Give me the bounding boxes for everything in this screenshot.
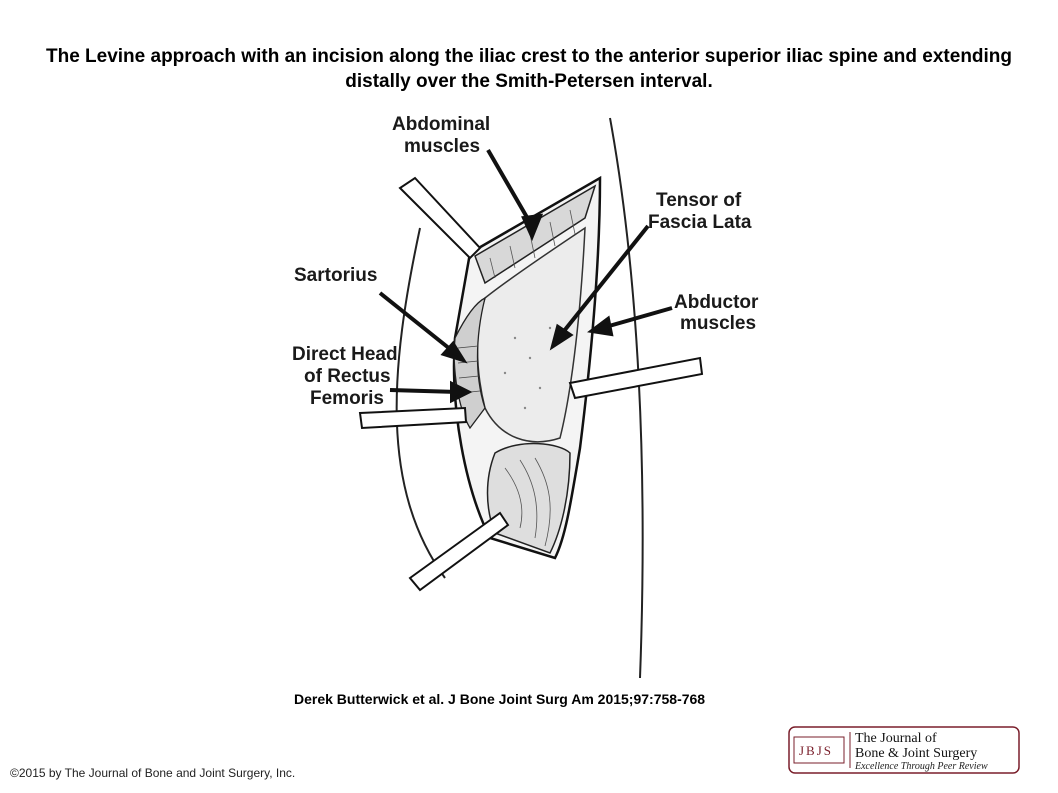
citation: Derek Butterwick et al. J Bone Joint Sur… bbox=[294, 691, 706, 707]
label-tensor-2: Fascia Lata bbox=[648, 212, 752, 233]
jbjs-logo: JBJS The Journal of Bone & Joint Surgery… bbox=[788, 726, 1020, 774]
pointer-arrows bbox=[378, 148, 673, 404]
retractor-bottom-left bbox=[408, 511, 510, 592]
logo-line-1: The Journal of bbox=[855, 731, 937, 746]
skin-contour-right bbox=[609, 117, 644, 679]
logo-line-2: Bone & Joint Surgery bbox=[855, 746, 977, 761]
femoral-hatching bbox=[504, 457, 551, 547]
logo-tagline: Excellence Through Peer Review bbox=[854, 761, 988, 772]
label-rectus-2: of Rectus bbox=[304, 366, 391, 387]
retractor-top-left bbox=[398, 176, 482, 260]
copyright-notice: ©2015 by The Journal of Bone and Joint S… bbox=[10, 766, 296, 780]
slide-title: The Levine approach with an incision alo… bbox=[45, 46, 1013, 92]
label-abductor-2: muscles bbox=[680, 313, 756, 334]
logo-mark: JBJS bbox=[799, 743, 833, 758]
sartorius-hatching bbox=[457, 345, 481, 394]
label-rectus-3: Femoris bbox=[310, 388, 384, 409]
skin-contour-left bbox=[395, 227, 446, 579]
levine-approach-drawing: Abdominal muscles Tensor of Fascia Lata … bbox=[292, 114, 759, 679]
label-abdominal-2: muscles bbox=[404, 136, 480, 157]
label-tensor-1: Tensor of bbox=[656, 190, 742, 211]
retractor-left-mid bbox=[358, 406, 468, 430]
abdominal-muscle-band bbox=[474, 184, 597, 285]
retractor-right bbox=[568, 356, 704, 400]
label-abductor-1: Abductor bbox=[674, 292, 759, 313]
surgical-illustration: Abdominal muscles Tensor of Fascia Lata … bbox=[270, 108, 790, 683]
label-sartorius: Sartorius bbox=[294, 265, 377, 286]
abdominal-hatching bbox=[489, 209, 576, 279]
jbjs-logo-graphic: JBJS The Journal of Bone & Joint Surgery… bbox=[788, 726, 1020, 774]
bone-stipple bbox=[503, 326, 552, 410]
label-abdominal-1: Abdominal bbox=[392, 114, 490, 135]
label-rectus-1: Direct Head bbox=[292, 344, 398, 365]
iliac-wing bbox=[476, 226, 586, 443]
